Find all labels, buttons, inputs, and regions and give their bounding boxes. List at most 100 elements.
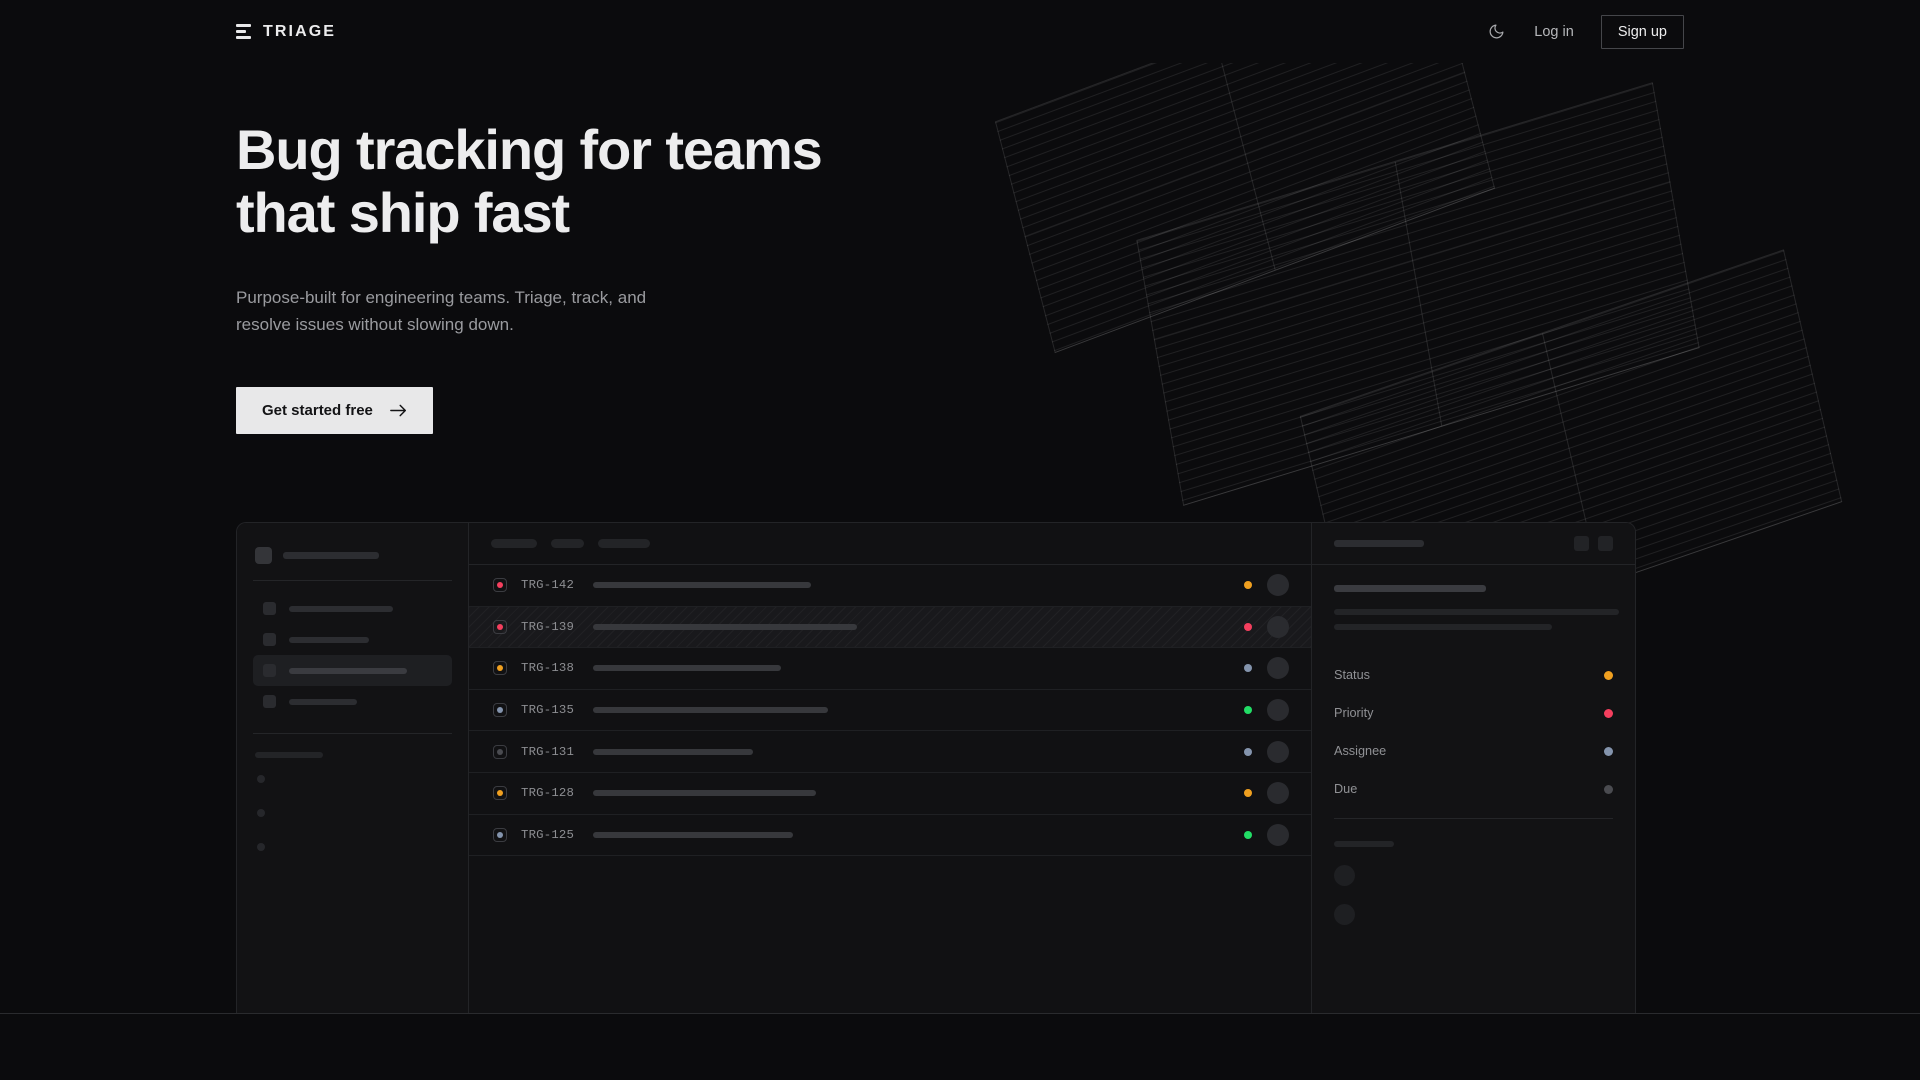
hero-section: Bug tracking for teams that ship fast Pu… [236, 118, 823, 434]
priority-indicator[interactable] [493, 661, 507, 676]
sidebar-item-3[interactable] [253, 655, 452, 686]
field-due[interactable]: Due [1334, 770, 1613, 808]
more-options-icon[interactable] [1598, 536, 1613, 551]
detail-activity [1312, 819, 1635, 925]
sidebar-sub-item-3[interactable] [253, 830, 452, 864]
field-value-dot-icon [1604, 708, 1613, 718]
workspace-name-skeleton [283, 552, 379, 559]
status-dot-icon [1244, 830, 1252, 839]
field-status[interactable]: Status [1334, 656, 1613, 694]
get-started-button[interactable]: Get started free [236, 386, 433, 434]
priority-indicator[interactable] [493, 827, 507, 842]
status-dot-icon [1244, 622, 1252, 631]
priority-indicator[interactable] [493, 786, 507, 801]
sidebar-section-label [253, 746, 452, 762]
issue-row[interactable]: TRG-131 [469, 731, 1311, 773]
issue-id: TRG-125 [521, 827, 575, 842]
priority-dot-icon [497, 748, 503, 755]
sidebar-sub-item-2[interactable] [253, 796, 452, 830]
field-value-dot-icon [1604, 746, 1613, 756]
activity-avatar[interactable] [1334, 904, 1355, 925]
priority-dot-icon [497, 623, 503, 630]
status-dot-icon [1244, 747, 1252, 756]
panel-collapse-icon[interactable] [1574, 536, 1589, 551]
activity-avatar[interactable] [1334, 865, 1355, 886]
field-label: Priority [1334, 706, 1374, 720]
priority-dot-icon [497, 831, 503, 838]
assignee-avatar[interactable] [1267, 740, 1289, 763]
issue-title-skeleton [593, 665, 781, 672]
field-priority[interactable]: Priority [1334, 694, 1613, 732]
issue-id: TRG-128 [521, 786, 575, 801]
detail-header-icons [1574, 536, 1613, 551]
toolbar-control-3[interactable] [598, 539, 650, 548]
issue-row[interactable]: TRG-135 [469, 690, 1311, 732]
field-label: Status [1334, 668, 1370, 682]
assignee-avatar[interactable] [1267, 699, 1289, 722]
issue-title-skeleton [593, 623, 857, 630]
sub-item-dot-icon [257, 775, 265, 783]
issue-id: TRG-139 [521, 619, 575, 634]
sidebar-item-label-skeleton [289, 636, 369, 643]
sidebar-nav [253, 593, 452, 717]
toolbar-control-2[interactable] [551, 539, 584, 548]
assignee-avatar[interactable] [1267, 657, 1289, 680]
issue-title-skeleton [593, 748, 753, 755]
hero-headline: Bug tracking for teams that ship fast [236, 118, 823, 245]
sidebar-item-1[interactable] [253, 593, 452, 624]
issue-title-skeleton [593, 707, 828, 714]
moon-icon[interactable] [1485, 21, 1507, 43]
issue-row[interactable]: TRG-139 [469, 606, 1311, 649]
preview-sidebar [237, 523, 469, 1014]
detail-title-skeleton [1334, 540, 1424, 547]
signup-button[interactable]: Sign up [1600, 14, 1684, 49]
issue-row[interactable]: TRG-125 [469, 815, 1311, 857]
sidebar-item-label-skeleton [289, 698, 357, 705]
sidebar-item-icon [263, 633, 276, 646]
priority-indicator[interactable] [493, 703, 507, 718]
status-dot-icon [1244, 664, 1252, 673]
sub-item-dot-icon [257, 809, 265, 817]
field-assignee[interactable]: Assignee [1334, 732, 1613, 770]
get-started-label: Get started free [262, 401, 373, 419]
issue-row[interactable]: TRG-128 [469, 773, 1311, 815]
sidebar-item-2[interactable] [253, 624, 452, 655]
status-dot-icon [1244, 789, 1252, 798]
detail-description-skeletons [1334, 609, 1619, 630]
assignee-avatar[interactable] [1267, 615, 1289, 638]
issue-row[interactable]: TRG-142 [469, 565, 1311, 607]
login-link[interactable]: Log in [1534, 23, 1574, 40]
brand-logo[interactable]: TRIAGE [236, 23, 336, 41]
status-dot-icon [1244, 706, 1252, 715]
sub-item-dot-icon [257, 843, 265, 851]
hero-subhead: Purpose-built for engineering teams. Tri… [236, 287, 647, 335]
sidebar-item-label-skeleton [289, 605, 393, 612]
priority-indicator[interactable] [493, 744, 507, 759]
priority-dot-icon [497, 582, 503, 589]
sidebar-sub-item-1[interactable] [253, 762, 452, 796]
sidebar-sub-items [253, 762, 452, 864]
workspace-avatar [255, 547, 272, 564]
priority-indicator[interactable] [493, 619, 507, 634]
issue-title-skeleton [593, 582, 811, 589]
workspace-switcher[interactable] [253, 541, 452, 564]
sidebar-item-4[interactable] [253, 686, 452, 717]
arrow-right-icon [390, 403, 407, 418]
activity-avatars [1334, 865, 1613, 925]
issue-row[interactable]: TRG-138 [469, 648, 1311, 690]
sidebar-item-icon [263, 695, 276, 708]
status-dot-icon [1244, 581, 1252, 590]
activity-label-skeleton [1334, 841, 1394, 847]
assignee-avatar[interactable] [1267, 574, 1289, 597]
priority-dot-icon [497, 707, 503, 714]
priority-indicator[interactable] [493, 578, 507, 593]
toolbar-control-1[interactable] [491, 539, 537, 548]
field-label: Assignee [1334, 744, 1387, 758]
assignee-avatar[interactable] [1267, 782, 1289, 805]
assignee-avatar[interactable] [1267, 823, 1289, 846]
